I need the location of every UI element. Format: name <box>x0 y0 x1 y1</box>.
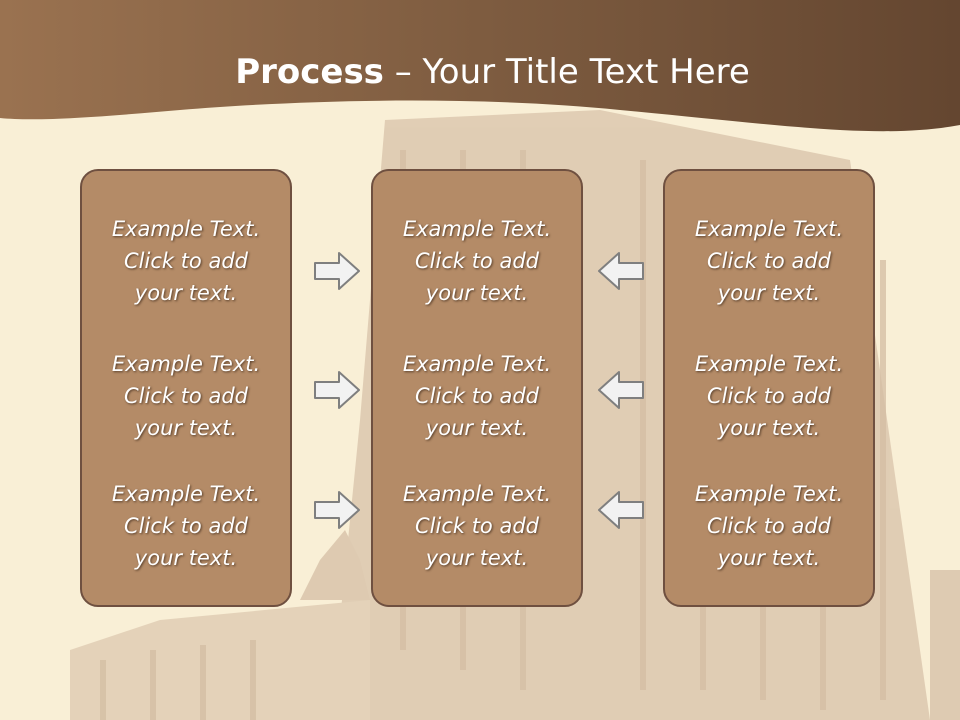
process-box-center[interactable]: Example Text. Click to add your text. Ex… <box>371 169 583 607</box>
text-block[interactable]: Example Text. Click to add your text. <box>373 213 581 309</box>
text-block[interactable]: Example Text. Click to add your text. <box>665 348 873 444</box>
arrow-left-icon <box>598 371 644 409</box>
text-block[interactable]: Example Text. Click to add your text. <box>82 478 290 574</box>
process-box-right[interactable]: Example Text. Click to add your text. Ex… <box>663 169 875 607</box>
text-line: Click to add <box>123 249 248 273</box>
arrow-left-icon <box>598 252 644 290</box>
text-line: Click to add <box>414 514 539 538</box>
text-line: Click to add <box>706 249 831 273</box>
text-line: your text. <box>134 281 238 305</box>
text-line: Click to add <box>414 249 539 273</box>
text-line: your text. <box>717 546 821 570</box>
text-line: your text. <box>134 546 238 570</box>
arrow-right-icon <box>314 491 360 529</box>
header-band <box>0 0 960 132</box>
text-block[interactable]: Example Text. Click to add your text. <box>665 213 873 309</box>
text-line: Example Text. <box>111 352 261 376</box>
text-line: Click to add <box>706 384 831 408</box>
text-line: your text. <box>425 546 529 570</box>
text-line: your text. <box>717 281 821 305</box>
text-line: your text. <box>134 416 238 440</box>
text-line: Example Text. <box>402 482 552 506</box>
text-line: Click to add <box>414 384 539 408</box>
text-block[interactable]: Example Text. Click to add your text. <box>373 348 581 444</box>
arrow-left-icon <box>598 491 644 529</box>
text-line: Click to add <box>706 514 831 538</box>
text-line: Example Text. <box>694 352 844 376</box>
slide-title[interactable]: Process – Your Title Text Here <box>0 52 960 92</box>
text-line: Example Text. <box>694 217 844 241</box>
text-block[interactable]: Example Text. Click to add your text. <box>82 348 290 444</box>
text-line: Example Text. <box>694 482 844 506</box>
process-box-left[interactable]: Example Text. Click to add your text. Ex… <box>80 169 292 607</box>
title-bold-text: Process <box>235 52 384 92</box>
text-block[interactable]: Example Text. Click to add your text. <box>665 478 873 574</box>
text-line: Click to add <box>123 514 248 538</box>
text-line: Example Text. <box>111 482 261 506</box>
text-line: Example Text. <box>402 217 552 241</box>
text-block[interactable]: Example Text. Click to add your text. <box>82 213 290 309</box>
text-line: Click to add <box>123 384 248 408</box>
arrow-right-icon <box>314 252 360 290</box>
text-line: Example Text. <box>402 352 552 376</box>
text-line: Example Text. <box>111 217 261 241</box>
text-line: your text. <box>425 281 529 305</box>
text-block[interactable]: Example Text. Click to add your text. <box>373 478 581 574</box>
title-rest-text: – Your Title Text Here <box>383 52 750 92</box>
text-line: your text. <box>717 416 821 440</box>
text-line: your text. <box>425 416 529 440</box>
arrow-right-icon <box>314 371 360 409</box>
